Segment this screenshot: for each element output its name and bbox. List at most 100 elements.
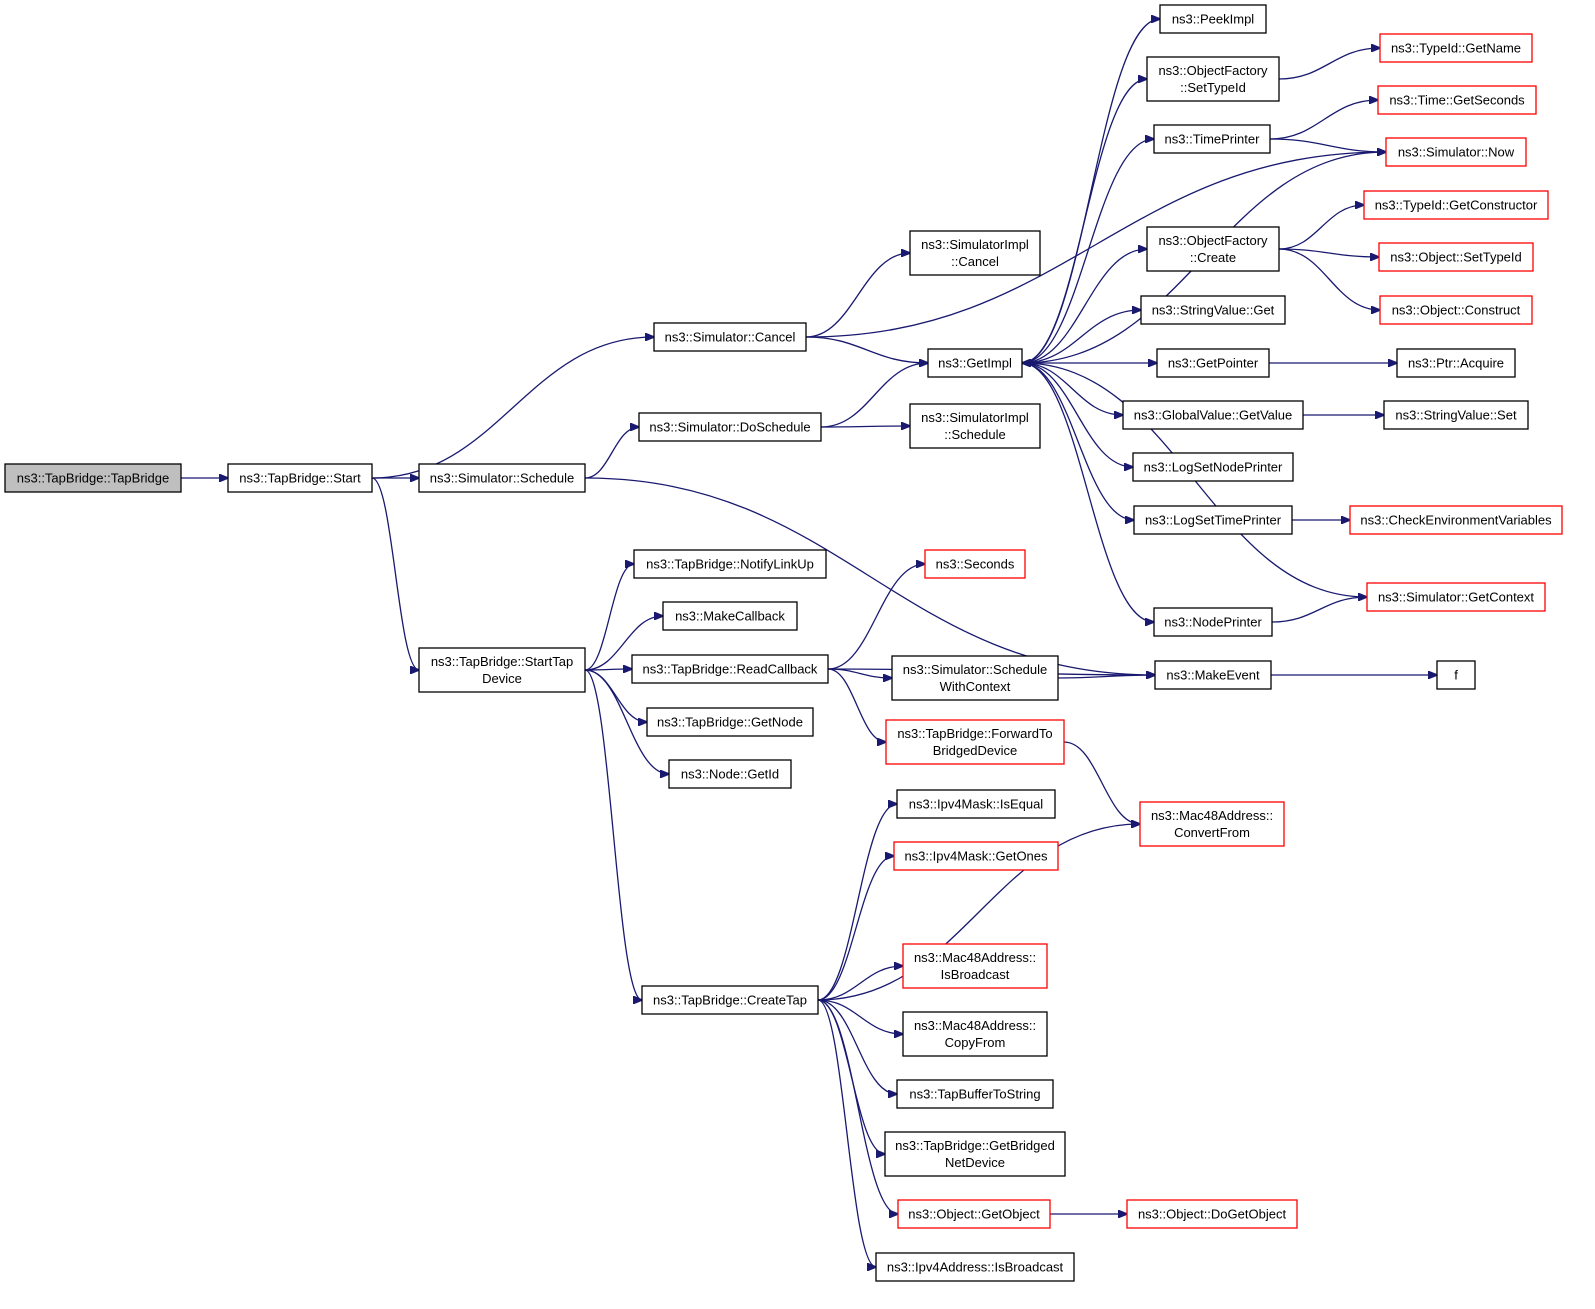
node-createtap[interactable]: ns3::TapBridge::CreateTap bbox=[641, 985, 819, 1015]
node-box[interactable] bbox=[891, 655, 1059, 701]
node-box[interactable] bbox=[902, 943, 1048, 989]
node-simimpl-schedule[interactable]: ns3::SimulatorImpl::Schedule bbox=[909, 403, 1041, 449]
node-box[interactable] bbox=[875, 1252, 1075, 1282]
node-box[interactable] bbox=[1377, 85, 1537, 115]
node-box[interactable] bbox=[631, 654, 829, 684]
node-box[interactable] bbox=[1153, 124, 1271, 154]
node-time-getseconds[interactable]: ns3::Time::GetSeconds bbox=[1377, 85, 1537, 115]
node-ipv4mask-getones[interactable]: ns3::Ipv4Mask::GetOnes bbox=[893, 841, 1059, 871]
node-simulator-now[interactable]: ns3::Simulator::Now bbox=[1385, 137, 1527, 167]
node-box[interactable] bbox=[896, 1079, 1054, 1109]
node-box[interactable] bbox=[1378, 242, 1534, 272]
node-simulator-getcontext[interactable]: ns3::Simulator::GetContext bbox=[1366, 582, 1546, 612]
node-box[interactable] bbox=[884, 1131, 1066, 1177]
node-box[interactable] bbox=[924, 549, 1026, 579]
node-stringvalue-set[interactable]: ns3::StringValue::Set bbox=[1383, 400, 1529, 430]
node-mac48-copyfrom[interactable]: ns3::Mac48Address::CopyFrom bbox=[902, 1011, 1048, 1057]
node-object-dogetobject[interactable]: ns3::Object::DoGetObject bbox=[1126, 1199, 1298, 1229]
node-box[interactable] bbox=[646, 707, 814, 737]
node-box[interactable] bbox=[418, 463, 586, 493]
node-box[interactable] bbox=[909, 230, 1041, 276]
node-box[interactable] bbox=[1379, 33, 1533, 63]
node-notifylinkup[interactable]: ns3::TapBridge::NotifyLinkUp bbox=[633, 549, 827, 579]
node-box[interactable] bbox=[668, 759, 792, 789]
node-object-settypeid[interactable]: ns3::Object::SetTypeId bbox=[1378, 242, 1534, 272]
node-ipv4addr-isbroadcast[interactable]: ns3::Ipv4Address::IsBroadcast bbox=[875, 1252, 1075, 1282]
node-logsettimeprinter[interactable]: ns3::LogSetTimePrinter bbox=[1133, 505, 1293, 535]
node-box[interactable] bbox=[418, 647, 586, 693]
node-box[interactable] bbox=[927, 348, 1023, 378]
node-ptr-acquire[interactable]: ns3::Ptr::Acquire bbox=[1396, 348, 1516, 378]
node-logsetnodeprinter[interactable]: ns3::LogSetNodePrinter bbox=[1132, 452, 1294, 482]
node-getnode[interactable]: ns3::TapBridge::GetNode bbox=[646, 707, 814, 737]
node-box[interactable] bbox=[1122, 400, 1304, 430]
node-object-construct[interactable]: ns3::Object::Construct bbox=[1379, 295, 1533, 325]
node-typeid-getname[interactable]: ns3::TypeId::GetName bbox=[1379, 33, 1533, 63]
node-mac48-convertfrom[interactable]: ns3::Mac48Address::ConvertFrom bbox=[1139, 801, 1285, 847]
node-typeid-getconstructor[interactable]: ns3::TypeId::GetConstructor bbox=[1363, 190, 1549, 220]
node-box[interactable] bbox=[227, 463, 373, 493]
node-box[interactable] bbox=[641, 985, 819, 1015]
node-f[interactable]: f bbox=[1436, 660, 1476, 690]
node-box[interactable] bbox=[1156, 348, 1270, 378]
node-box[interactable] bbox=[896, 789, 1056, 819]
node-box[interactable] bbox=[1379, 295, 1533, 325]
node-simulator-schedule[interactable]: ns3::Simulator::Schedule bbox=[418, 463, 586, 493]
node-box[interactable] bbox=[1140, 295, 1286, 325]
node-box[interactable] bbox=[4, 463, 182, 493]
node-tapbridge-ctor[interactable]: ns3::TapBridge::TapBridge bbox=[4, 463, 182, 493]
node-box[interactable] bbox=[1383, 400, 1529, 430]
node-box[interactable] bbox=[909, 403, 1041, 449]
node-box[interactable] bbox=[1153, 607, 1273, 637]
node-box[interactable] bbox=[633, 549, 827, 579]
node-timeprinter[interactable]: ns3::TimePrinter bbox=[1153, 124, 1271, 154]
node-box[interactable] bbox=[1132, 452, 1294, 482]
node-box[interactable] bbox=[1146, 56, 1280, 102]
node-makeevent[interactable]: ns3::MakeEvent bbox=[1154, 660, 1272, 690]
node-box[interactable] bbox=[1126, 1199, 1298, 1229]
node-box[interactable] bbox=[1146, 226, 1280, 272]
node-checkenvvars[interactable]: ns3::CheckEnvironmentVariables bbox=[1349, 505, 1563, 535]
node-simulator-doschedule[interactable]: ns3::Simulator::DoSchedule bbox=[638, 412, 822, 442]
node-box[interactable] bbox=[1349, 505, 1563, 535]
node-box[interactable] bbox=[1139, 801, 1285, 847]
node-box[interactable] bbox=[1159, 4, 1267, 34]
node-box[interactable] bbox=[897, 1199, 1051, 1229]
node-box[interactable] bbox=[902, 1011, 1048, 1057]
node-simimpl-cancel[interactable]: ns3::SimulatorImpl::Cancel bbox=[909, 230, 1041, 276]
node-makecallback[interactable]: ns3::MakeCallback bbox=[662, 601, 798, 631]
node-ipv4mask-isequal[interactable]: ns3::Ipv4Mask::IsEqual bbox=[896, 789, 1056, 819]
node-box[interactable] bbox=[1363, 190, 1549, 220]
node-box[interactable] bbox=[1436, 660, 1476, 690]
node-box[interactable] bbox=[893, 841, 1059, 871]
node-object-getobject[interactable]: ns3::Object::GetObject bbox=[897, 1199, 1051, 1229]
node-simulator-cancel[interactable]: ns3::Simulator::Cancel bbox=[653, 322, 807, 352]
node-globalvalue-getvalue[interactable]: ns3::GlobalValue::GetValue bbox=[1122, 400, 1304, 430]
node-box[interactable] bbox=[662, 601, 798, 631]
node-getimpl[interactable]: ns3::GetImpl bbox=[927, 348, 1023, 378]
node-box[interactable] bbox=[1133, 505, 1293, 535]
node-box[interactable] bbox=[638, 412, 822, 442]
node-box[interactable] bbox=[1366, 582, 1546, 612]
node-tapbuffertostring[interactable]: ns3::TapBufferToString bbox=[896, 1079, 1054, 1109]
node-peekimpl[interactable]: ns3::PeekImpl bbox=[1159, 4, 1267, 34]
node-nodeprinter[interactable]: ns3::NodePrinter bbox=[1153, 607, 1273, 637]
node-objfactory-create[interactable]: ns3::ObjectFactory::Create bbox=[1146, 226, 1280, 272]
node-box[interactable] bbox=[1396, 348, 1516, 378]
node-seconds[interactable]: ns3::Seconds bbox=[924, 549, 1026, 579]
node-objfactory-settypeid[interactable]: ns3::ObjectFactory::SetTypeId bbox=[1146, 56, 1280, 102]
node-node-getid[interactable]: ns3::Node::GetId bbox=[668, 759, 792, 789]
node-mac48-isbroadcast[interactable]: ns3::Mac48Address::IsBroadcast bbox=[902, 943, 1048, 989]
node-box[interactable] bbox=[653, 322, 807, 352]
node-box[interactable] bbox=[1385, 137, 1527, 167]
node-getpointer[interactable]: ns3::GetPointer bbox=[1156, 348, 1270, 378]
node-stringvalue-get[interactable]: ns3::StringValue::Get bbox=[1140, 295, 1286, 325]
node-tapbridge-start[interactable]: ns3::TapBridge::Start bbox=[227, 463, 373, 493]
node-readcallback[interactable]: ns3::TapBridge::ReadCallback bbox=[631, 654, 829, 684]
node-box[interactable] bbox=[885, 719, 1065, 765]
node-box[interactable] bbox=[1154, 660, 1272, 690]
